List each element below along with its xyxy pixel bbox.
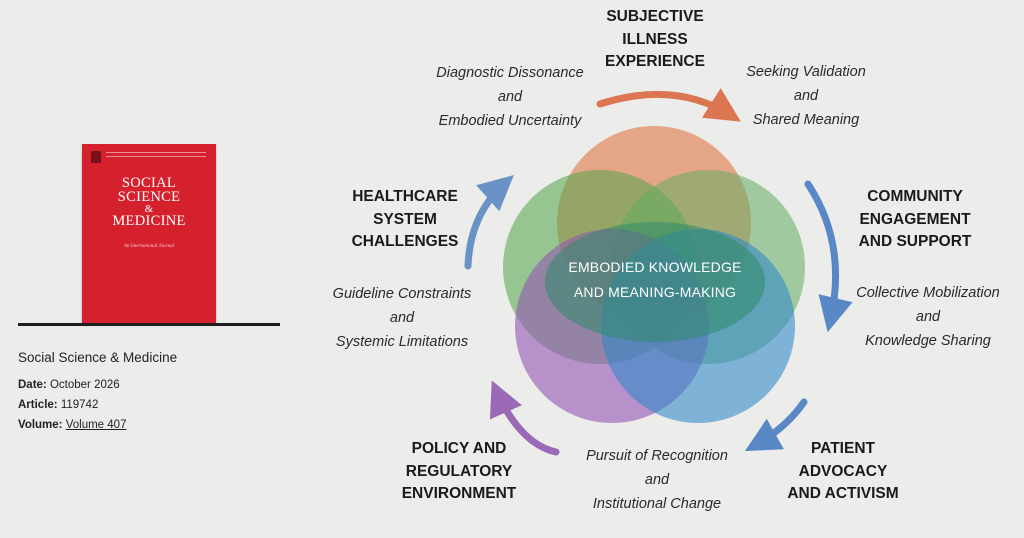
journal-name: Social Science & Medicine <box>18 350 178 365</box>
process-diagnostic-dissonance: Diagnostic Dissonance and Embodied Uncer… <box>410 61 610 133</box>
center-label-line: EMBODIED KNOWLEDGE <box>568 259 742 275</box>
process-pursuit-recognition: Pursuit of Recognition and Institutional… <box>557 444 757 516</box>
process-line: Knowledge Sharing <box>865 333 991 349</box>
meta-volume-label: Volume: <box>18 419 63 431</box>
meta-article-label: Article: <box>18 399 58 411</box>
theme-line: COMMUNITY <box>867 188 963 205</box>
process-line: Embodied Uncertainty <box>438 113 582 129</box>
theme-subjective-illness: SUBJECTIVE ILLNESS EXPERIENCE <box>570 6 740 74</box>
theme-healthcare-system: HEALTHCARE SYSTEM CHALLENGES <box>330 186 480 254</box>
process-line: Shared Meaning <box>752 112 860 128</box>
cover-title-line: SOCIAL <box>121 175 177 191</box>
process-line: Diagnostic Dissonance <box>436 65 584 81</box>
meta-article-value: 119742 <box>60 399 99 411</box>
process-line: Pursuit of Recognition <box>586 448 728 464</box>
theme-community-engagement: COMMUNITY ENGAGEMENT AND SUPPORT <box>840 186 990 254</box>
theme-line: SYSTEM <box>373 210 437 228</box>
meta-volume: Volume: Volume 407 <box>18 419 126 431</box>
journal-cover-image[interactable]: SOCIAL SCIENCE & MEDICINE An Internation… <box>82 144 216 324</box>
theme-line: POLICY AND <box>411 440 507 457</box>
center-label: EMBODIED KNOWLEDGE AND MEANING-MAKING <box>530 255 780 305</box>
process-line: Collective Mobilization <box>856 285 1000 301</box>
process-line: Seeking Validation <box>746 64 866 80</box>
arrow-left <box>464 175 514 270</box>
meta-article: Article: 119742 <box>18 399 98 411</box>
process-line: Systemic Limitations <box>335 334 469 350</box>
theme-line: EXPERIENCE <box>605 53 705 70</box>
theme-line: ADVOCACY <box>798 462 888 480</box>
cover-shelf-divider <box>18 323 280 326</box>
meta-date-label: Date: <box>18 379 47 391</box>
publisher-logo-icon <box>91 151 101 163</box>
cover-title: SOCIAL SCIENCE & MEDICINE <box>82 175 216 229</box>
process-line: and <box>497 89 523 105</box>
theme-line: HEALTHCARE <box>352 188 458 205</box>
process-collective-mobilization: Collective Mobilization and Knowledge Sh… <box>838 281 1018 353</box>
cover-subtitle: An International Journal <box>124 244 174 249</box>
arrow-bottom-right <box>744 398 808 452</box>
journal-panel: SOCIAL SCIENCE & MEDICINE An Internation… <box>0 0 300 538</box>
cover-title-line: MEDICINE <box>112 213 186 229</box>
theme-line: ILLNESS <box>622 30 688 48</box>
process-line: and <box>644 472 670 488</box>
center-embodied-knowledge <box>545 222 765 342</box>
process-line: Institutional Change <box>592 496 722 512</box>
theme-line: SUBJECTIVE <box>606 8 704 25</box>
process-line: and <box>793 88 819 104</box>
cover-header-rule <box>106 152 206 157</box>
meta-date: Date: October 2026 <box>18 379 120 391</box>
center-label-line: AND MEANING-MAKING <box>573 284 737 300</box>
theme-line: CHALLENGES <box>351 233 459 250</box>
process-line: and <box>389 310 415 326</box>
volume-link[interactable]: Volume 407 <box>65 419 127 431</box>
process-line: Guideline Constraints <box>332 286 472 302</box>
arrow-top <box>596 88 741 122</box>
theme-line: AND SUPPORT <box>858 233 972 250</box>
cover-title-line: SCIENCE <box>117 189 181 205</box>
process-line: and <box>915 309 941 325</box>
theme-line: REGULATORY <box>405 462 513 480</box>
process-guideline-constraints: Guideline Constraints and Systemic Limit… <box>312 282 492 354</box>
theme-line: ENVIRONMENT <box>401 485 517 502</box>
meta-date-value: October 2026 <box>49 379 120 391</box>
theme-line: AND ACTIVISM <box>787 485 899 502</box>
theme-policy-regulatory: POLICY AND REGULATORY ENVIRONMENT <box>384 438 534 506</box>
process-seeking-validation: Seeking Validation and Shared Meaning <box>716 60 896 132</box>
theme-line: ENGAGEMENT <box>859 210 971 228</box>
theme-patient-advocacy: PATIENT ADVOCACY AND ACTIVISM <box>768 438 918 506</box>
cover-title-line: & <box>144 203 154 215</box>
theme-line: PATIENT <box>810 440 875 457</box>
arrow-right <box>804 180 853 333</box>
arrow-bottom-left <box>489 380 560 456</box>
